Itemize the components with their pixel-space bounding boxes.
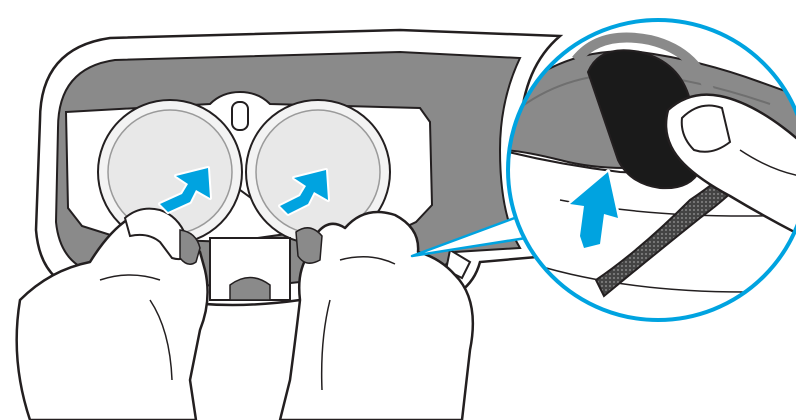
nose-gap [230,278,270,301]
proximity-sensor [232,102,248,130]
magnifier-callout [500,20,796,330]
